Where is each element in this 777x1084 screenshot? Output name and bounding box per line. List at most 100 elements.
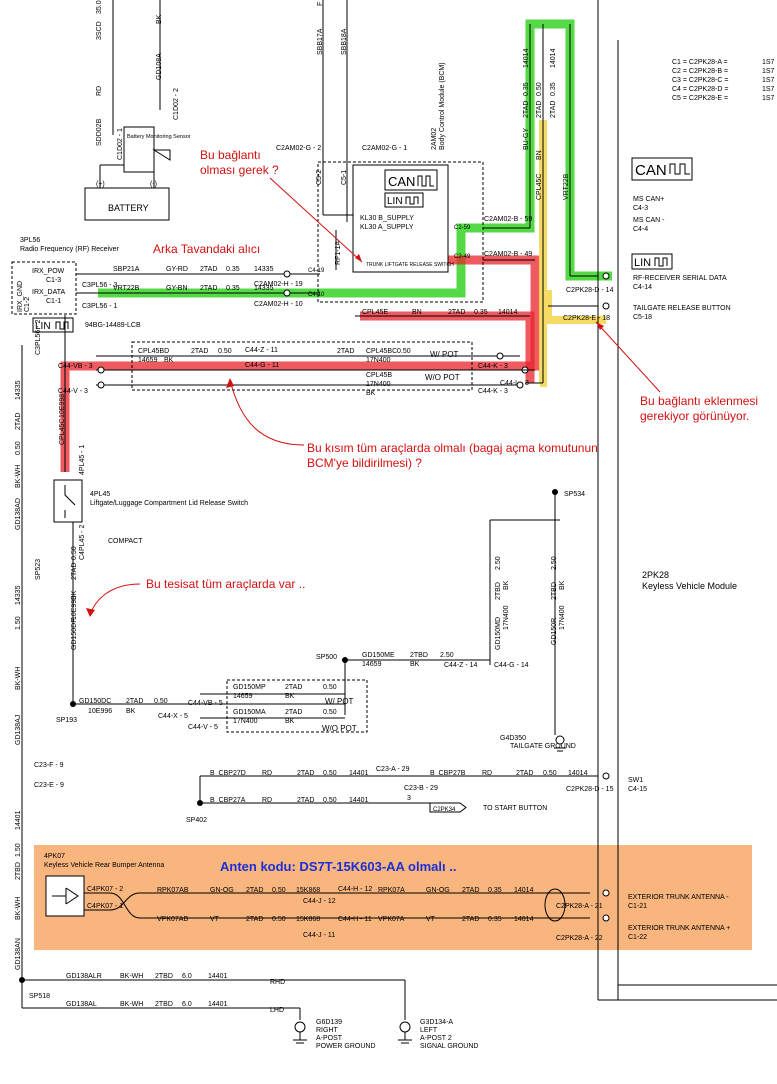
sp193-mp-color: BK [285, 693, 295, 700]
pot-w1-type: 2TAD [191, 348, 208, 355]
wire-sdd02b-label: SDD02B [96, 118, 103, 146]
cpl45e-size: 0.35 [474, 309, 488, 316]
gd138al-color: BK-WH [120, 1001, 143, 1008]
sp193-c44vb: C44-VB - 5 [188, 700, 223, 707]
cpl45e-type: 2TAD [448, 309, 465, 316]
gd138alr-type: 2TBD [155, 973, 173, 980]
gd138al-label: GD138AL [66, 1001, 97, 1008]
cpl45e-num: 14014 [498, 309, 518, 316]
ant-w1-rsize: 0.35 [488, 887, 502, 894]
c2pk28-d14: C2PK28-D - 14 [566, 287, 614, 294]
gd150-1-a: 2TBD [495, 582, 502, 600]
battery-label: BATTERY [108, 203, 149, 213]
pin-dot [602, 272, 610, 280]
right-wire-1-c: 14014 [523, 48, 530, 68]
note-3-arrow [595, 321, 661, 393]
conn-list-c3: C3 = C2PK28-C = [672, 77, 728, 84]
svg-text:CAN: CAN [388, 174, 415, 189]
gd150-1-b: 2.50 [495, 556, 502, 570]
ant-w1-rtype: 2TAD [462, 887, 479, 894]
ground-2-l1: LEFT [420, 1027, 438, 1034]
gd150-2-d: BK [559, 580, 566, 590]
sp500-color: BK [410, 661, 420, 668]
wire-sbb17a-label: SBB17A [317, 28, 324, 55]
liftgate-switch-icon [64, 485, 76, 518]
switch-compact: COMPACT [108, 538, 143, 545]
left-cpl45c: CPL45C [59, 419, 66, 445]
sp193-ma-type: 2TAD [285, 709, 302, 716]
ant-w2-rtype: 2TAD [462, 916, 479, 923]
bcm-switch-text: TRUNK LIFTGATE RELEASE SWITCH [366, 262, 454, 268]
sp500-c44g: C44-G - 14 [494, 662, 529, 669]
pot-c44k2: C44-K - 3 [478, 388, 508, 395]
c2pk34-connector [429, 802, 467, 813]
left-gd138aj: GD138AJ [15, 715, 22, 745]
pot-w2-num: 17N400 [366, 357, 391, 364]
gd138alr-label: GD138ALR [66, 973, 102, 980]
gd150-1-d: BK [503, 580, 510, 590]
rf-wire1-color: GY-RD [166, 266, 188, 273]
cbp27d-num: 14401 [349, 770, 369, 777]
pot-w2-conn: C44-G - 11 [245, 362, 279, 369]
rf-irx-data-pin: C1-1 [46, 298, 61, 305]
rf-wire2-circuit: VRT22B [113, 285, 140, 292]
left-size-3: BK-WH [15, 465, 22, 488]
sp534-label: SP534 [564, 491, 585, 498]
to-start-button: TO START BUTTON [483, 805, 547, 812]
wire-3scd-label: 3SCD [96, 21, 103, 40]
rf-c3pl56-1: C3PL56 - 1 [82, 303, 118, 310]
ms-can-plus: MS CAN+ [633, 196, 664, 203]
ground-1-l2: A-POST [316, 1035, 343, 1042]
c2pk28-d15: C2PK28-D - 15 [566, 786, 614, 793]
left-size-13: 1.50 [15, 843, 22, 857]
gd150-1-circuit: GD150MD [495, 617, 502, 650]
pot-w1-num: 14659 [138, 357, 158, 364]
right-wire-2-c: 14014 [550, 48, 557, 68]
left-size-9: 1.50 [15, 616, 22, 630]
ant-w2-conn2: C44-H - 11 [338, 916, 372, 923]
rf-gnd-pin: C1-2 [24, 297, 31, 312]
svg-text:C4-10: C4-10 [308, 292, 325, 298]
ant-w1-type: 2TAD [246, 887, 263, 894]
right-wire-1-b: 0.35 [523, 82, 530, 96]
left-size-5: 14335 [15, 585, 22, 605]
bcm-lin-icon: LIN [384, 192, 424, 208]
conn-list-s4: 1S7 [762, 86, 775, 93]
sp193-mp: GD150MP [233, 684, 266, 691]
rf-wire1-circuit: SBP21A [113, 266, 140, 273]
gd138al-num: 14401 [208, 1001, 228, 1008]
ant-w1-rcolor: GN-OG [426, 887, 450, 894]
svg-text:C5-2: C5-2 [316, 170, 323, 185]
ant-w2-size: 0.50 [272, 916, 286, 923]
left-gd150df-num: 10E998 [71, 596, 78, 620]
ant-w1-size: 0.50 [272, 887, 286, 894]
sp500-c44z: C44-Z - 14 [444, 662, 478, 669]
ant-w2-color: VT [210, 916, 220, 923]
antenna-c4pk07-2: C4PK07 - 2 [87, 886, 123, 893]
cbp27a-num: 14401 [349, 797, 369, 804]
right-wire-3-a: 2TAD [536, 101, 543, 118]
cpl45e-circuit: CPL45E [362, 309, 388, 316]
left-cpl45c-num: 10E998 [59, 394, 66, 418]
rf-lin-icon: LIN [32, 317, 74, 333]
ground-2-l2: A-POST 2 [420, 1035, 452, 1042]
antenna-icon [52, 887, 79, 905]
bcm-can-icon: CAN [384, 169, 438, 191]
conn-list-c1: C1 = C2PK28-A = [672, 59, 728, 66]
ant-w2-rnum: 14014 [514, 916, 534, 923]
c2am02-b49: C2AM02-B - 49 [484, 251, 532, 258]
battery-c2: C1D02 - 2 [173, 88, 180, 120]
left-size-0: 14335 [15, 380, 22, 400]
left-gd150df: GD150DF [71, 618, 78, 650]
conn-list-s2: 1S7 [762, 68, 775, 75]
rf-wire1-type: 2TAD [200, 266, 217, 273]
sp193-c44v: C44-V - 5 [188, 724, 218, 731]
cbp27b-num: 14014 [568, 770, 588, 777]
wire-3scd-color: RD [96, 86, 103, 96]
can-label: CAN [635, 162, 667, 179]
wire-gd108a-color: BK [156, 14, 163, 24]
ant-w1-conn2: C44-H - 12 [338, 886, 372, 893]
sp193-circuit: GD150DC [79, 698, 111, 705]
sp193-type: 2TAD [126, 698, 143, 705]
